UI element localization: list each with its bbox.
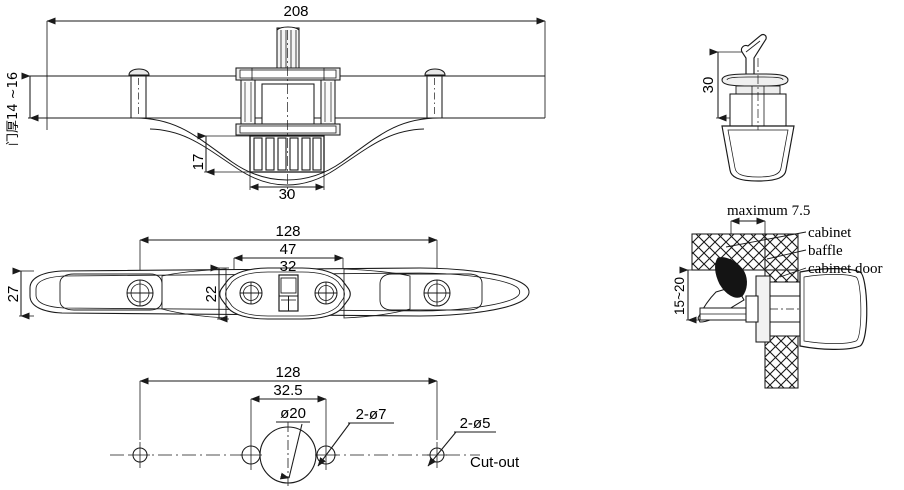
screw-hole-plan-left bbox=[126, 279, 154, 307]
leader-phi7 bbox=[317, 422, 394, 467]
dim-label-max-75: maximum 7.5 bbox=[727, 203, 810, 219]
mechanism-body bbox=[240, 79, 336, 127]
view-installation-section bbox=[679, 217, 868, 389]
knob-body bbox=[721, 125, 795, 182]
dim-label-30-knob: 30 bbox=[700, 77, 717, 94]
leader-phi20 bbox=[276, 421, 310, 480]
leader-phi5 bbox=[427, 431, 496, 467]
baffle-block-upper bbox=[764, 233, 799, 271]
view-plan bbox=[12, 236, 530, 323]
dim-plan-27 bbox=[12, 267, 34, 320]
callout-cabinet: cabinet bbox=[808, 225, 852, 241]
dim-plan-22 bbox=[210, 264, 229, 323]
mid-body-right bbox=[343, 268, 411, 319]
screw-right bbox=[424, 68, 446, 118]
cutout-caption: Cut-out bbox=[470, 454, 520, 471]
dim-label-15-20: 15~20 bbox=[672, 277, 687, 315]
dim-label-27: 27 bbox=[5, 286, 22, 303]
knurled-barrel bbox=[249, 135, 325, 173]
dim-label-door-thickness: 门厚14 ~16 bbox=[6, 72, 21, 146]
screw-hole-plan-right bbox=[423, 279, 451, 307]
view-cutout bbox=[110, 377, 496, 488]
dim-label-32: 32 bbox=[280, 258, 297, 275]
dim-latch-width bbox=[249, 172, 325, 191]
dim-label-208: 208 bbox=[283, 3, 308, 20]
view-knob-side bbox=[709, 34, 795, 182]
callout-baffle: baffle bbox=[808, 243, 843, 259]
dim-cutout-325 bbox=[250, 395, 327, 440]
dim-label-phi5: 2-ø5 bbox=[460, 415, 491, 432]
screw-hole-center-right bbox=[314, 281, 338, 305]
center-latch-slot bbox=[278, 274, 299, 312]
dim-cutout-128 bbox=[139, 377, 438, 440]
dim-label-17: 17 bbox=[190, 154, 207, 171]
latch-cam-black bbox=[715, 257, 747, 298]
section-knob-body bbox=[799, 268, 868, 350]
dim-label-128-plan: 128 bbox=[275, 223, 300, 240]
callout-cabinet-door: cabinet door bbox=[808, 261, 883, 277]
dim-label-22: 22 bbox=[203, 286, 220, 303]
callout-leaders bbox=[725, 231, 807, 278]
dim-latch-height bbox=[197, 132, 252, 176]
screw-left bbox=[128, 68, 150, 118]
dim-label-phi20: ø20 bbox=[280, 405, 306, 422]
handle-outer-profile bbox=[28, 117, 545, 181]
dim-label-128-cutout: 128 bbox=[275, 364, 300, 381]
upper-flange bbox=[235, 67, 341, 81]
spindle-shaft bbox=[276, 26, 300, 75]
knob-flange bbox=[721, 73, 789, 87]
lever-hook bbox=[740, 34, 767, 81]
bushing-stack bbox=[745, 275, 801, 343]
hole-phi7-left bbox=[240, 440, 262, 470]
view-front-elevation bbox=[21, 17, 546, 196]
dim-label-47: 47 bbox=[280, 241, 297, 258]
dim-label-325: 32.5 bbox=[273, 382, 302, 399]
dim-label-30-latch: 30 bbox=[279, 186, 296, 203]
screw-hole-center-left bbox=[239, 281, 263, 305]
dim-label-phi7: 2-ø7 bbox=[356, 406, 387, 423]
lower-flange bbox=[235, 123, 341, 136]
hole-phi5-left bbox=[130, 442, 150, 468]
handle-right-lobe bbox=[379, 273, 483, 311]
